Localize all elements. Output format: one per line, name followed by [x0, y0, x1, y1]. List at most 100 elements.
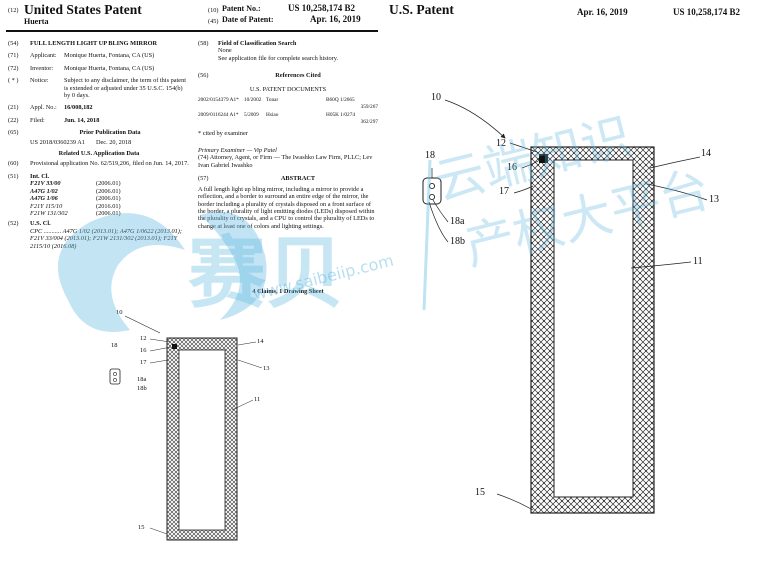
biblio-column-right: (58) Field of Classification Search None…: [198, 40, 378, 230]
leader-17: [513, 185, 534, 194]
inventor-surname: Huerta: [24, 17, 49, 26]
code-12: (12): [8, 7, 19, 14]
code: (52): [8, 220, 19, 228]
patent-front-page: (12) United States Patent Huerta (10) Pa…: [0, 0, 385, 571]
reference-row: 2009/0116244 A1* 5/2009 Hsiao H05K 1/027…: [198, 112, 378, 119]
ref-label-10: 10: [431, 92, 441, 103]
remote-button-a: [428, 182, 436, 190]
ref-number: 2009/0116244 A1*: [198, 111, 239, 118]
header-rule: [6, 30, 378, 32]
cited-note: * cited by examiner: [198, 129, 248, 137]
ref-label-16: 16: [507, 162, 517, 173]
leader-18b: [428, 201, 449, 243]
us-cl-label: U.S. Cl.: [30, 220, 51, 228]
leader-14: [237, 341, 257, 346]
patent-number: US 10,258,174 B2: [288, 3, 356, 13]
ref-label-16: 16: [140, 347, 147, 354]
provisional-item: (60) Provisional application No. 62/519,…: [8, 160, 190, 167]
ref-name: Hsiao: [266, 111, 279, 118]
leader-15: [496, 493, 534, 511]
remote-button-b: [113, 378, 117, 382]
ref-label-18: 18: [111, 342, 118, 349]
ref-class-2: 362/297: [360, 119, 378, 126]
ref-class: H05K 1/0274: [326, 111, 355, 118]
ref-label-18b: 18b: [450, 236, 465, 247]
abstract-title: ABSTRACT: [280, 175, 316, 183]
biblio-item-72: (72) Inventor: Monique Huerta, Fontana, …: [8, 65, 190, 72]
mirror-glass: [553, 159, 634, 498]
ref-label-17: 17: [499, 186, 509, 197]
leader-12: [149, 338, 171, 343]
ref-date: 10/2002: [244, 97, 262, 104]
filed-date: Jun. 14, 2018: [64, 116, 100, 124]
code: (21): [8, 104, 19, 112]
sheet-title: U.S. Patent: [389, 2, 454, 17]
appl-no: 16/008,182: [64, 104, 93, 112]
leader-13: [237, 359, 263, 369]
patent-no-label: Patent No.:: [222, 4, 261, 13]
int-cl-row: F21W 131/302(2006.01): [30, 210, 190, 217]
field-see: See application file for complete search…: [218, 54, 339, 62]
ref-label-13: 13: [709, 194, 719, 205]
leader-10: [444, 99, 506, 139]
int-cl-class: F21Y 115/10: [30, 202, 63, 210]
int-cl-class: A47G 1/02: [30, 187, 58, 195]
leader-14: [649, 156, 701, 169]
mirror-glass-small: [178, 349, 226, 531]
refs-heading: (56) References Cited: [198, 72, 378, 79]
leader-16: [149, 346, 172, 352]
ref-label-12: 12: [496, 138, 506, 149]
field-none: None: [218, 47, 232, 55]
patent-date: Apr. 16, 2019: [310, 14, 361, 24]
ref-date: 5/2009: [244, 111, 259, 118]
ref-label-18a: 18a: [137, 376, 147, 383]
cpc-text: CPC ........... A47G 1/02 (2013.01); A47…: [30, 227, 182, 250]
reference-row: 2002/0154379 A1* 10/2002 Tonar B60Q 1/26…: [198, 97, 378, 104]
biblio-item-54: (54) FULL LENGTH LIGHT UP BLING MIRROR: [8, 40, 190, 47]
mirror-drawing: [422, 99, 708, 514]
code: (65): [8, 129, 19, 137]
date-label: Date of Patent:: [222, 15, 274, 24]
abstract-text: A full length light up bling mirror, inc…: [198, 185, 375, 230]
int-cl-row: A47G 1/06(2006.01): [30, 195, 190, 202]
remote-control: [422, 177, 442, 205]
code: (71): [8, 52, 19, 60]
ref-label-11: 11: [254, 396, 261, 403]
code: (60): [8, 160, 19, 168]
label: Inventor:: [30, 64, 54, 72]
code: (56): [198, 72, 209, 80]
refs-title: References Cited: [275, 72, 321, 80]
code-45: (45): [208, 18, 219, 25]
claims-count: 4 Claims, 1 Drawing Sheet: [252, 288, 324, 295]
ref-label-18: 18: [425, 150, 435, 161]
leader-15: [149, 527, 168, 535]
ref-class: B60Q 1/2665: [326, 97, 355, 104]
ref-label-11: 11: [693, 256, 703, 267]
leader-12: [509, 142, 538, 153]
int-cl-label: Int. Cl.: [30, 172, 50, 180]
int-cl-date: (2006.01): [96, 187, 121, 195]
patent-drawing-sheet: U.S. Patent Apr. 16, 2019 US 10,258,174 …: [385, 0, 771, 571]
ref-label-10: 10: [116, 309, 123, 316]
field-item: (58) Field of Classification Search None…: [198, 40, 378, 62]
us-docs-title: U.S. PATENT DOCUMENTS: [249, 85, 327, 93]
patent-title: United States Patent: [24, 2, 142, 17]
ref-label-14: 14: [701, 148, 711, 159]
code: (54): [8, 40, 19, 47]
ref-number: 2002/0154379 A1*: [198, 97, 239, 104]
remote-button-a: [113, 372, 117, 376]
leader-18a: [432, 199, 449, 223]
front-page-figure: [109, 315, 263, 541]
ref-label-14: 14: [257, 338, 264, 345]
cpu-small: [172, 344, 177, 349]
prior-pub-line: US 2018/0360239 A1 Dec. 20, 2018: [30, 138, 132, 146]
abstract-heading: (57) ABSTRACT: [198, 175, 378, 182]
ref-label-18a: 18a: [450, 216, 465, 227]
us-cl-block: U.S. Cl. CPC ........... A47G 1/02 (2013…: [30, 220, 190, 250]
ref-label-17: 17: [140, 359, 147, 366]
prior-pub-heading: (65) Prior Publication Data: [8, 129, 190, 136]
leader-16: [521, 159, 541, 169]
code: ( * ): [8, 77, 19, 85]
field-block: Field of Classification Search None See …: [218, 40, 378, 62]
code: (22): [8, 116, 19, 124]
